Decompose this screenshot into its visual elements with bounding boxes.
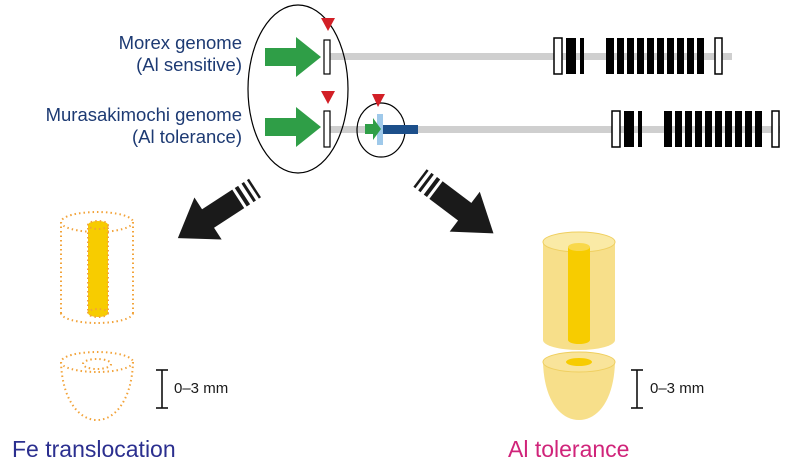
- morex-promoter-arrow: [265, 37, 321, 77]
- morex-exon: [677, 38, 684, 74]
- murasakimochi-genome-label: Murasakimochi genome (Al tolerance): [46, 104, 242, 148]
- morex-exon: [697, 38, 704, 74]
- morex-exon: [617, 38, 624, 74]
- murasakimochi-exon: [725, 111, 732, 147]
- murasakimochi-exon: [624, 111, 634, 147]
- murasakimochi-exon-outline-last: [771, 110, 780, 148]
- murasakimochi-start-box: [323, 110, 331, 148]
- murasakimochi-exon-outline-first: [611, 110, 621, 148]
- fe-translocation-label: Fe translocation: [12, 436, 176, 462]
- morex-exon: [637, 38, 644, 74]
- murasakimochi-gene-track: [328, 110, 780, 148]
- murasakimochi-exon: [755, 111, 762, 147]
- left-scale-label: 0–3 mm: [174, 380, 229, 397]
- morex-exon: [647, 38, 654, 74]
- right-scale-label: 0–3 mm: [650, 380, 705, 397]
- morex-start-box: [323, 39, 331, 75]
- insertion-small-arrow: [365, 118, 381, 140]
- right-scale-bar: [631, 369, 643, 409]
- murasakimochi-gene-line: [328, 126, 780, 133]
- murasakimochi-promoter-arrow: [265, 107, 321, 147]
- murasakimochi-phenotype: (Al tolerance): [131, 126, 242, 147]
- morex-gene-line: [328, 53, 732, 60]
- fe-translocation-stele: [87, 220, 109, 318]
- murasakimochi-exon: [705, 111, 712, 147]
- morex-exon: [566, 38, 576, 74]
- murasakimochi-exon: [695, 111, 702, 147]
- murasakimochi-exon: [745, 111, 752, 147]
- murasakimochi-name: Murasakimochi genome: [45, 104, 242, 125]
- morex-exon: [580, 38, 584, 74]
- morex-exon-outline-last: [714, 37, 723, 75]
- murasakimochi-red-marker-1: [321, 91, 335, 104]
- al-tolerance-root-illustration: [542, 231, 616, 420]
- promoter-region-ellipse: [247, 4, 349, 174]
- murasakimochi-exon: [638, 111, 642, 147]
- morex-name: Morex genome: [118, 32, 242, 53]
- morex-exon: [657, 38, 664, 74]
- morex-exon: [667, 38, 674, 74]
- morex-exons: [553, 37, 723, 75]
- morex-red-marker: [321, 18, 335, 31]
- insertion-blue-bar: [383, 125, 418, 134]
- morex-exon: [627, 38, 634, 74]
- morex-phenotype: (Al sensitive): [136, 54, 242, 75]
- murasakimochi-red-marker-2: [372, 94, 385, 107]
- murasakimochi-exon: [715, 111, 722, 147]
- morex-exon: [606, 38, 614, 74]
- murasakimochi-exon: [675, 111, 682, 147]
- right-result-arrow: [413, 169, 494, 234]
- morex-exon: [687, 38, 694, 74]
- fe-translocation-root-illustration: [60, 211, 134, 422]
- morex-exon-outline-first: [553, 37, 563, 75]
- left-scale-bar: [156, 369, 168, 409]
- left-result-arrow: [177, 178, 261, 240]
- murasakimochi-exons: [611, 110, 780, 148]
- murasakimochi-exon: [735, 111, 742, 147]
- murasakimochi-exon: [664, 111, 672, 147]
- morex-gene-track: [328, 37, 732, 75]
- morex-genome-label: Morex genome (Al sensitive): [119, 32, 242, 76]
- al-tolerance-label: Al tolerance: [508, 436, 630, 462]
- murasakimochi-exon: [685, 111, 692, 147]
